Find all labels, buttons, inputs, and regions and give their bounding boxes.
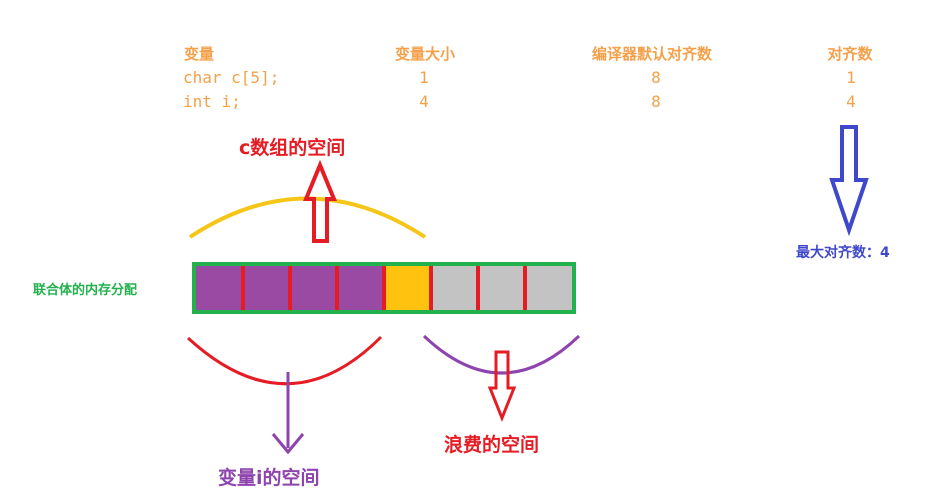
memory-cell-waste bbox=[525, 266, 572, 310]
memory-cell-array bbox=[337, 266, 384, 310]
max-align-label: 最大对齐数：4 bbox=[796, 245, 890, 261]
memory-cell-waste bbox=[431, 266, 478, 310]
row-default-align: 8 bbox=[651, 92, 661, 111]
waste-brace-curve bbox=[422, 334, 581, 375]
header-default-align: 编译器默认对齐数 bbox=[591, 45, 713, 63]
max-align-down-arrow bbox=[829, 125, 869, 237]
memory-cell-array bbox=[384, 266, 431, 310]
array-brace-arc bbox=[188, 196, 427, 239]
array-space-label: c数组的空间 bbox=[239, 137, 346, 159]
memory-cell-array bbox=[290, 266, 337, 310]
memory-bar-border bbox=[192, 262, 576, 314]
row-var-size: 1 bbox=[419, 68, 429, 87]
header-size: 变量大小 bbox=[394, 45, 456, 63]
memory-cell-array bbox=[243, 266, 290, 310]
var-i-brace-curve bbox=[186, 335, 383, 386]
row-var-size: 4 bbox=[419, 92, 429, 111]
row-default-align: 8 bbox=[651, 68, 661, 87]
var-i-space-label: 变量i的空间 bbox=[218, 467, 320, 489]
memory-cells bbox=[196, 266, 572, 310]
row-align: 4 bbox=[846, 92, 856, 111]
array-up-arrow bbox=[303, 159, 337, 243]
header-align: 对齐数 bbox=[827, 45, 873, 63]
memory-layout-label: 联合体的内存分配 bbox=[33, 283, 138, 298]
wasted-space-label: 浪费的空间 bbox=[444, 434, 540, 456]
row-align: 1 bbox=[846, 68, 856, 87]
header-variable: 变量 bbox=[184, 45, 215, 63]
waste-down-arrow bbox=[487, 350, 517, 423]
memory-cell-array bbox=[196, 266, 243, 310]
row-var-name: char c[5]; bbox=[183, 68, 280, 87]
memory-cell-waste bbox=[478, 266, 525, 310]
var-i-arrow-head bbox=[271, 433, 305, 455]
row-var-name: int i; bbox=[183, 92, 241, 111]
